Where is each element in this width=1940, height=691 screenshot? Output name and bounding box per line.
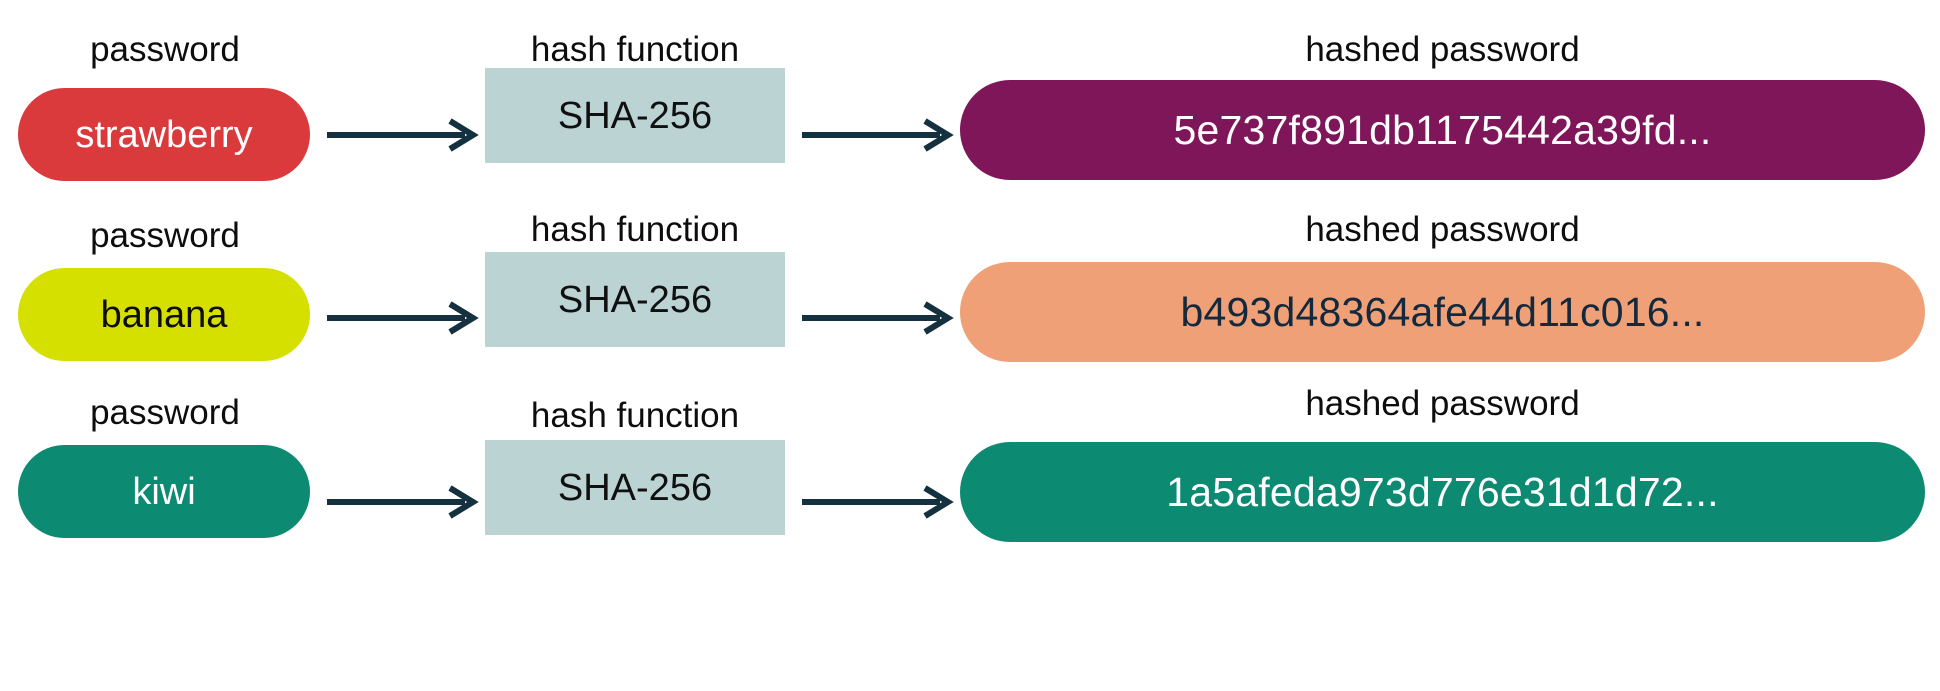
hash-function-box: SHA-256	[485, 68, 785, 163]
arrow-right-icon	[327, 485, 479, 519]
password-pill: banana	[18, 268, 310, 361]
diagram-row: password hash function hashed password k…	[0, 370, 1940, 580]
arrow-password-to-function	[325, 482, 480, 522]
caption-hashed-password: hashed password	[1305, 30, 1580, 69]
password-value: strawberry	[75, 113, 253, 156]
arrow-password-to-function	[325, 298, 480, 338]
arrow-right-icon	[802, 118, 954, 152]
password-value: kiwi	[132, 470, 196, 513]
arrow-right-icon	[327, 118, 479, 152]
diagram-row: password hash function hashed password s…	[0, 10, 1940, 220]
hashed-password-pill: b493d48364afe44d11c016...	[960, 262, 1925, 362]
arrow-password-to-function	[325, 115, 480, 155]
caption-password: password	[90, 30, 240, 69]
password-pill: kiwi	[18, 445, 310, 538]
hash-function-value: SHA-256	[557, 466, 713, 509]
caption-password: password	[90, 393, 240, 432]
arrow-function-to-hash	[800, 115, 955, 155]
password-value: banana	[100, 293, 228, 336]
hashed-password-pill: 1a5afeda973d776e31d1d72...	[960, 442, 1925, 542]
arrow-right-icon	[327, 301, 479, 335]
hashed-password-value: 1a5afeda973d776e31d1d72...	[1166, 468, 1719, 515]
diagram-row: password hash function hashed password b…	[0, 190, 1940, 400]
arrow-function-to-hash	[800, 298, 955, 338]
hash-function-box: SHA-256	[485, 252, 785, 347]
hashed-password-value: b493d48364afe44d11c016...	[1180, 288, 1705, 335]
password-pill: strawberry	[18, 88, 310, 181]
caption-hash-function: hash function	[530, 210, 740, 249]
hash-function-value: SHA-256	[557, 278, 713, 321]
caption-password: password	[90, 216, 240, 255]
caption-hashed-password: hashed password	[1305, 384, 1580, 423]
hash-function-box: SHA-256	[485, 440, 785, 535]
hashed-password-value: 5e737f891db1175442a39fd...	[1173, 106, 1712, 153]
hashed-password-pill: 5e737f891db1175442a39fd...	[960, 80, 1925, 180]
arrow-function-to-hash	[800, 482, 955, 522]
caption-hash-function: hash function	[530, 30, 740, 69]
arrow-right-icon	[802, 485, 954, 519]
caption-hash-function: hash function	[530, 396, 740, 435]
hash-function-value: SHA-256	[557, 94, 713, 137]
arrow-right-icon	[802, 301, 954, 335]
caption-hashed-password: hashed password	[1305, 210, 1580, 249]
